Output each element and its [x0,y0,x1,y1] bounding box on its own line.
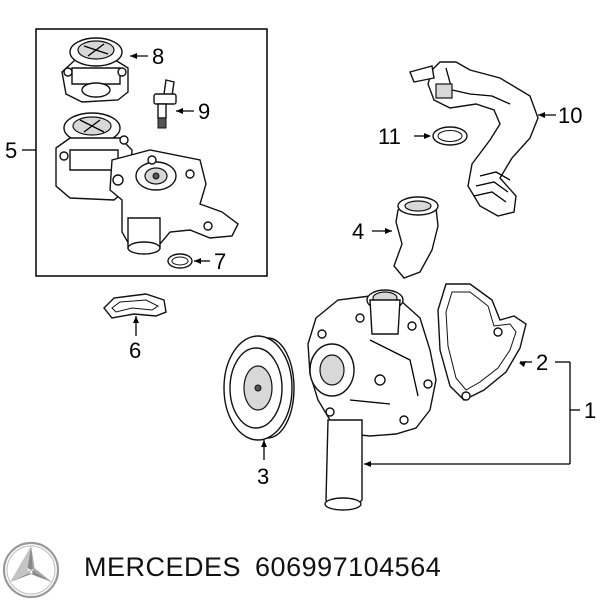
callout-1: 1 [584,398,596,423]
mercedes-star-logo-icon [2,541,60,599]
part-8-thermostat-cover [61,37,129,103]
callout-7: 7 [214,249,226,274]
part-9-temperature-sensor [153,79,177,129]
callout-6: 6 [129,338,141,363]
callout-5: 5 [5,138,17,163]
callout-2: 2 [536,350,548,375]
callout-11: 11 [378,124,401,149]
callout-4: 4 [352,219,364,244]
part-number: 606997104564 [255,552,442,582]
inset-frame [35,28,268,277]
callout-9: 9 [198,99,210,124]
part-6-gasket [103,293,167,319]
part-3-pulley [223,335,295,441]
part-5-housing-assembly [55,112,239,255]
callout-10: 10 [558,103,582,128]
part-4-elbow-hose [393,196,439,279]
callout-3: 3 [257,464,269,489]
part-11-seal-ring [432,126,468,146]
brand-name: MERCEDES [84,552,242,582]
part-2-pump-gasket [437,283,527,401]
part-1-water-pump [307,289,437,511]
footer-caption: MERCEDES 606997104564 [84,552,455,583]
part-10-coolant-hose [409,61,539,217]
callout-8: 8 [152,44,164,69]
part-7-o-ring [167,253,193,269]
